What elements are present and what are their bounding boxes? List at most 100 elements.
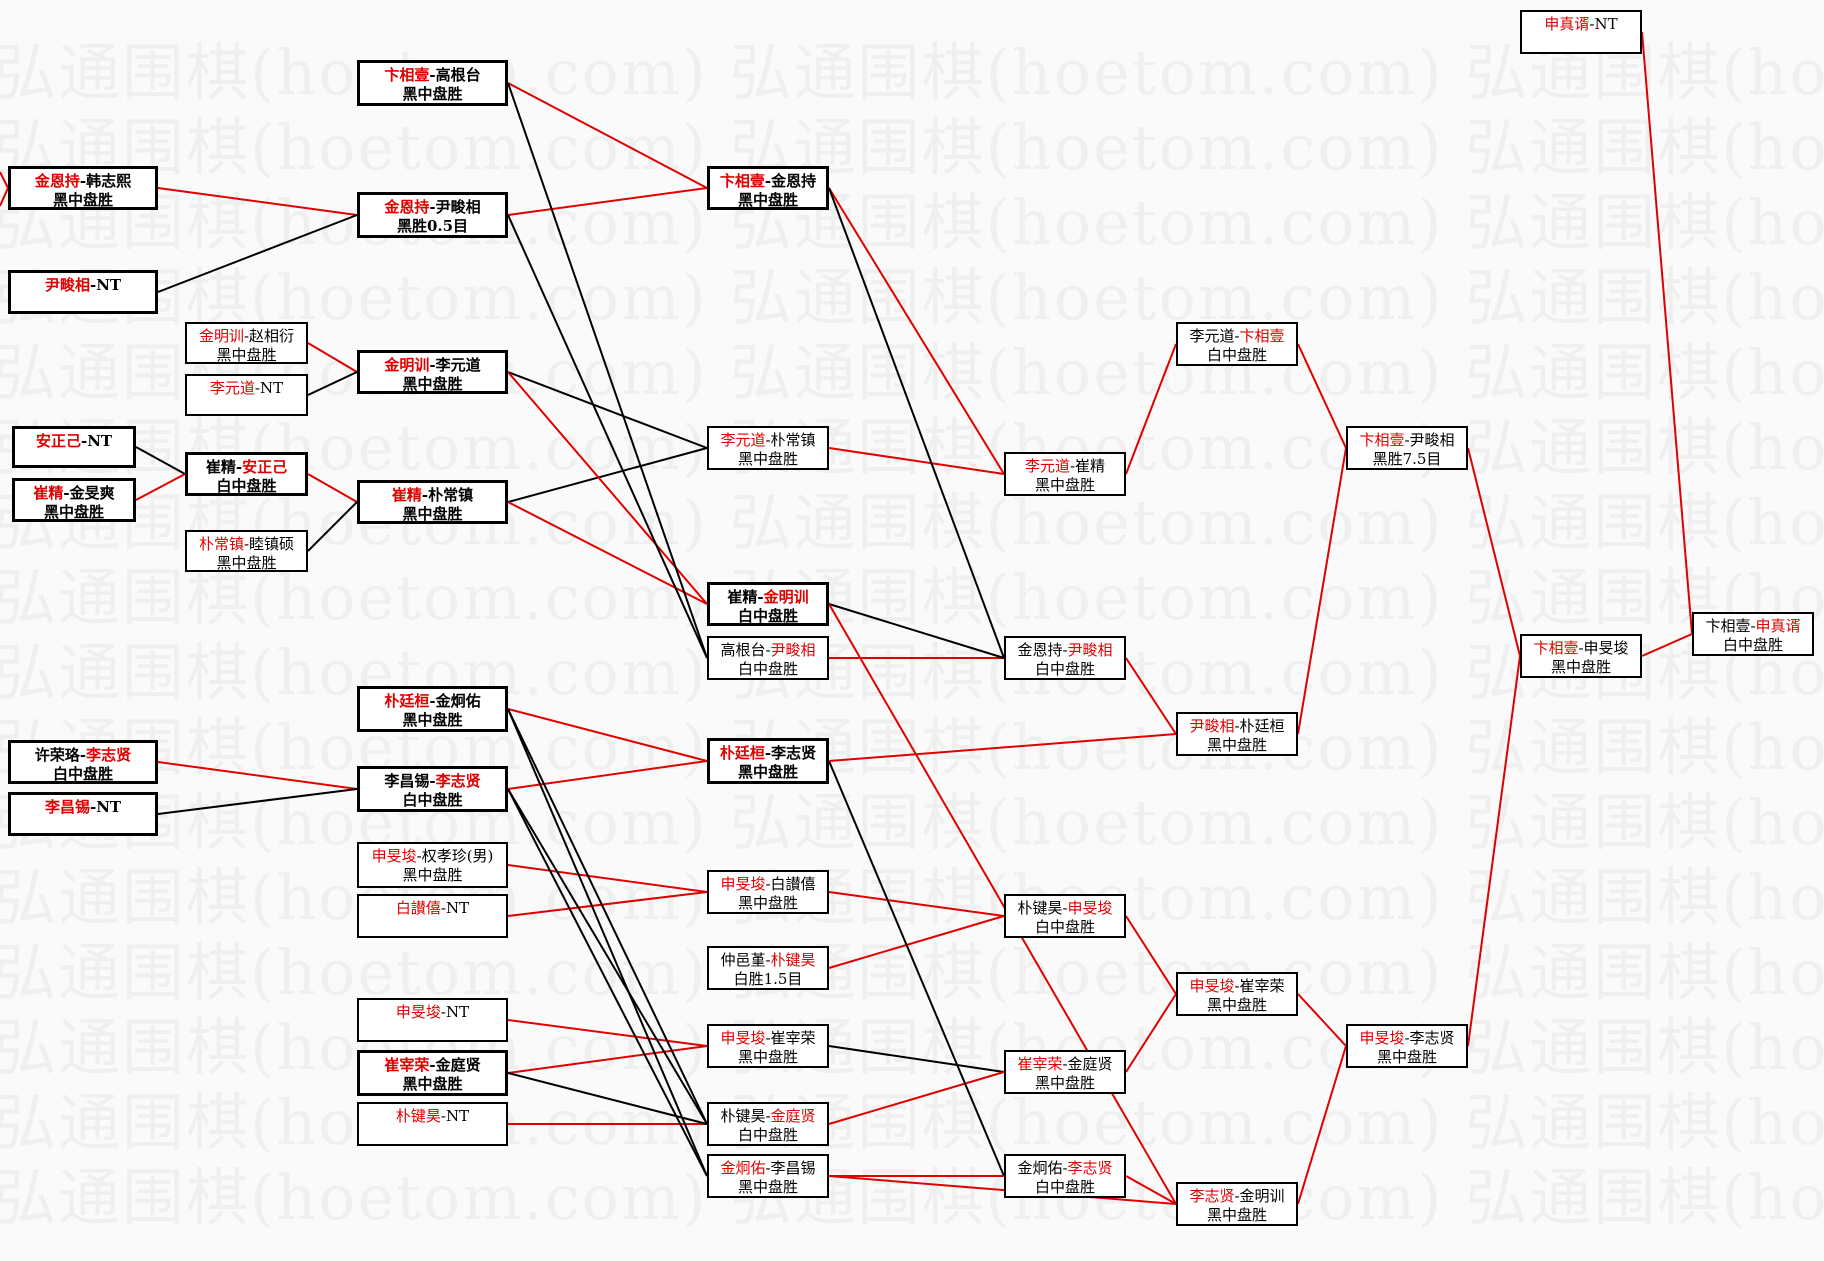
bracket-connector [828, 447, 1005, 475]
player-2: NT [87, 432, 113, 450]
match-result: 黑胜7.5目 [1372, 450, 1442, 468]
player-1: 崔精 [205, 458, 236, 476]
match-result: 白中盘胜 [1034, 1178, 1095, 1196]
player-1: 金炯佑 [720, 1159, 766, 1177]
player-separator: - [765, 1159, 771, 1177]
player-2: 朴常镇 [428, 486, 474, 504]
player-separator: - [63, 484, 70, 502]
player-separator: - [1234, 1187, 1240, 1205]
player-1: 白讃僖 [395, 899, 441, 917]
player-2: NT [1594, 15, 1618, 33]
bracket-connector [1125, 343, 1177, 475]
player-1: 仲邑堇 [720, 951, 766, 969]
bracket-connector [507, 1045, 708, 1074]
match-players: 朴廷桓-金炯佑 [360, 689, 505, 711]
bracket-connector [1641, 633, 1693, 657]
player-1: 申旻埈 [1359, 1029, 1405, 1047]
player-1: 金炯佑 [1017, 1159, 1063, 1177]
player-1: 申旻埈 [395, 1003, 441, 1021]
player-separator: - [1062, 641, 1068, 659]
match-box-r4d: 崔宰荣-金庭贤黑中盘胜 [1004, 1050, 1126, 1094]
match-box-r1h: 许荣珞-李志贤白中盘胜 [8, 740, 158, 784]
player-2: 申旻埈 [1583, 639, 1629, 657]
player-2: 睦镇硕 [249, 535, 295, 553]
match-box-r4e: 金炯佑-李志贤白中盘胜 [1004, 1154, 1126, 1198]
match-result: 黑中盘胜 [402, 505, 463, 523]
match-players: 朴廷桓-李志贤 [710, 741, 826, 763]
bracket-connector [507, 708, 708, 762]
player-2: 高根台 [435, 66, 481, 84]
match-result: 黑中盘胜 [737, 450, 798, 468]
player-separator: - [429, 198, 436, 216]
player-separator: - [765, 431, 771, 449]
match-box-r2i: 白讃僖-NT [357, 894, 508, 938]
player-separator: - [1234, 327, 1240, 345]
player-separator: - [764, 172, 772, 190]
match-players: 申旻埈-权孝珍(男) [359, 844, 506, 866]
player-1: 金恩持 [1017, 641, 1063, 659]
bracket-connector [828, 187, 1005, 659]
player-separator: - [440, 899, 446, 917]
match-result: 黑中盘胜 [52, 191, 113, 209]
bracket-connector [507, 891, 708, 917]
player-1: 卞相壹 [1359, 431, 1405, 449]
match-box-r2c: 金明训-李元道黑中盘胜 [357, 350, 508, 394]
match-result: 黑胜0.5目 [396, 217, 469, 235]
match-players: 金明训-赵相衍 [187, 324, 306, 346]
match-players: 卞相壹-高根台 [360, 63, 505, 85]
bracket-connector [1297, 1045, 1347, 1205]
player-2: 李志贤 [86, 746, 132, 764]
player-2: 朴键昊 [770, 951, 816, 969]
match-result: 黑中盘胜 [216, 346, 277, 364]
player-2: 尹畯相 [1067, 641, 1113, 659]
match-result: 黑中盘胜 [1550, 658, 1611, 676]
player-separator: - [765, 1029, 771, 1047]
player-1: 尹畯相 [1189, 717, 1235, 735]
player-2: 安正己 [242, 458, 288, 476]
match-players: 申旻埈-崔宰荣 [709, 1026, 827, 1048]
match-result: 黑中盘胜 [1206, 996, 1267, 1014]
player-1: 高根台 [720, 641, 766, 659]
match-players: 李志贤-金明训 [1178, 1184, 1296, 1206]
match-players: 朴键昊-申旻埈 [1006, 896, 1124, 918]
player-separator: - [1404, 1029, 1410, 1047]
bracket-connector [1125, 657, 1177, 735]
player-2: 金庭贤 [435, 1056, 481, 1074]
player-2: 李志贤 [1409, 1029, 1455, 1047]
match-result: 黑中盘胜 [402, 375, 463, 393]
match-result: 白胜1.5目 [733, 970, 803, 988]
player-1: 崔精 [33, 484, 64, 502]
match-players: 尹畯相-NT [11, 273, 155, 295]
match-box-r1d: 李元道-NT [185, 374, 308, 416]
player-separator: - [89, 276, 97, 294]
match-box-r4a: 李元道-崔精黑中盘胜 [1004, 452, 1126, 496]
bracket-connector [828, 603, 1005, 659]
player-2: 申真谞 [1755, 617, 1801, 635]
match-box-r1b: 尹畯相-NT [8, 270, 158, 314]
player-1: 崔精 [391, 486, 422, 504]
bracket-connector [507, 371, 708, 449]
match-players: 白讃僖-NT [359, 896, 506, 918]
match-players: 仲邑堇-朴键昊 [709, 948, 827, 970]
player-1: 李元道 [209, 379, 255, 397]
match-box-r2h: 申旻埈-权孝珍(男)黑中盘胜 [357, 842, 508, 888]
player-1: 朴廷桓 [719, 744, 765, 762]
bracket-connector [507, 82, 708, 189]
player-separator: - [429, 1056, 436, 1074]
player-1: 崔宰荣 [384, 1056, 430, 1074]
match-result: 黑中盘胜 [1206, 736, 1267, 754]
player-2: 朴廷桓 [1239, 717, 1285, 735]
match-players: 高根台-尹畯相 [709, 638, 827, 660]
player-2: NT [96, 276, 122, 294]
match-players: 卞相壹-尹畯相 [1348, 428, 1466, 450]
bracket-connector [135, 446, 186, 475]
player-separator: - [429, 356, 436, 374]
bracket-connector [1467, 447, 1521, 657]
match-box-r2e: 崔精-朴常镇黑中盘胜 [357, 480, 508, 524]
match-box-r7b: 申真谞-NT [1520, 10, 1642, 54]
player-separator: - [416, 847, 422, 865]
match-players: 李昌锡-李志贤 [360, 769, 505, 791]
match-result: 黑中盘胜 [402, 1075, 463, 1093]
match-players: 李元道-卞相壹 [1178, 324, 1296, 346]
player-separator: - [1062, 1055, 1068, 1073]
